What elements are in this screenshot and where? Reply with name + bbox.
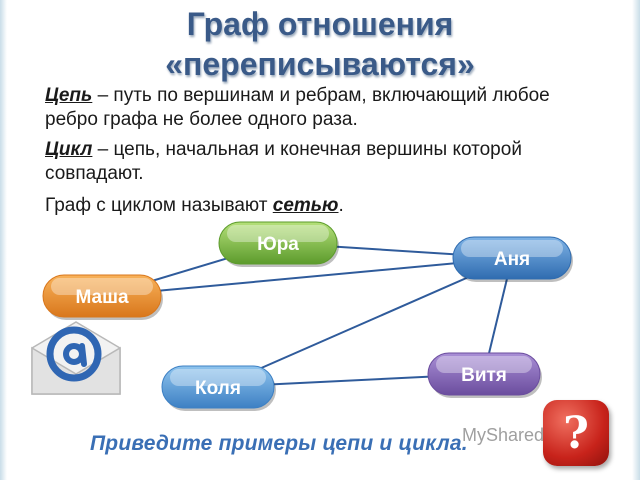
network-definition: Граф с циклом называют сетью. — [45, 194, 605, 218]
network-suffix: . — [338, 195, 344, 216]
node-gloss — [170, 369, 266, 386]
node-pill — [427, 352, 541, 396]
title-line-2: «переписываются» — [165, 46, 475, 82]
email-envelope-icon — [31, 321, 121, 395]
slide-frame-left — [0, 0, 7, 480]
node-pill — [452, 236, 572, 280]
node-label-masha: Маша — [75, 287, 128, 308]
node-gloss — [461, 240, 563, 257]
watermark-text: MyShared — [462, 425, 545, 445]
help-question-button[interactable]: ? — [543, 400, 609, 466]
cycle-definition: Цикл – цепь, начальная и конечная вершин… — [45, 138, 605, 186]
node-gloss — [51, 278, 153, 295]
graph-edge-masha-anya — [101, 257, 513, 297]
graph-edge-anya-kolya — [217, 257, 513, 388]
graph-node-kolya: Коля — [161, 365, 276, 411]
network-prefix: Граф с циклом называют — [45, 195, 273, 216]
node-label-kolya: Коля — [195, 378, 241, 399]
chain-term: Цепь — [45, 85, 93, 106]
cycle-text: – цепь, начальная и конечная вершины кот… — [45, 139, 522, 184]
title-line-1: Граф отношения — [186, 6, 454, 42]
slide-title: Граф отношения «переписываются» — [40, 4, 600, 84]
graph-node-vitya: Витя — [427, 352, 542, 398]
graph-node-anya: Аня — [452, 236, 573, 282]
chain-text: – путь по вершинам и ребрам, включающий … — [45, 85, 550, 130]
chain-definition: Цепь – путь по вершинам и ребрам, включа… — [45, 84, 605, 132]
node-pill — [42, 274, 162, 318]
node-gloss — [436, 356, 532, 373]
node-pill — [218, 221, 338, 265]
slide-frame-right — [632, 0, 640, 480]
node-gloss — [227, 225, 329, 242]
node-label-vitya: Витя — [461, 365, 507, 386]
graph-node-masha: Маша — [42, 274, 163, 320]
graph-node-yura: Юра — [218, 221, 339, 267]
network-term: сетью — [272, 195, 339, 216]
node-pill — [161, 365, 275, 409]
question-prompt: Приведите примеры цепи и цикла. — [90, 432, 468, 455]
node-label-anya: Аня — [494, 249, 530, 270]
cycle-term: Цикл — [45, 139, 93, 160]
node-label-yura: Юра — [257, 234, 299, 255]
